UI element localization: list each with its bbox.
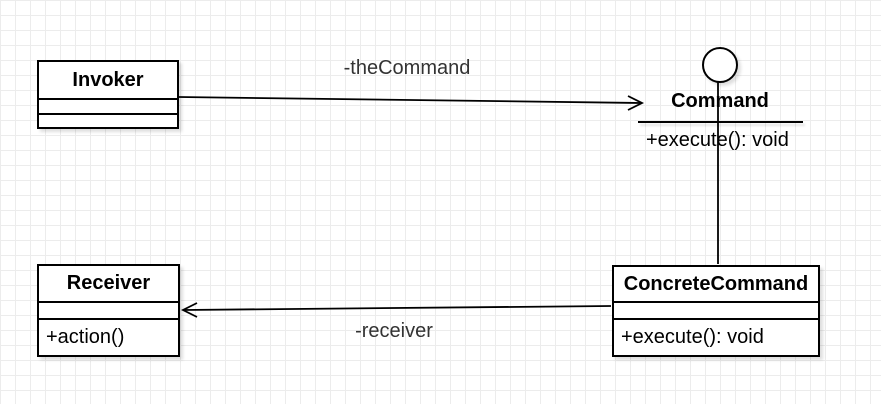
class-receiver-title: Receiver xyxy=(39,266,178,303)
class-invoker-methods-compartment xyxy=(39,115,177,127)
class-invoker-attributes-compartment xyxy=(39,100,177,115)
edge-concrete-command-to-receiver[interactable] xyxy=(180,302,612,318)
class-receiver-method: +action() xyxy=(46,326,125,348)
edge-invoker-to-command[interactable] xyxy=(178,95,645,111)
class-invoker-title: Invoker xyxy=(39,62,177,100)
class-invoker[interactable]: Invoker xyxy=(37,60,179,129)
class-receiver-attributes-compartment xyxy=(39,303,178,320)
edge-label-the-command[interactable]: -theCommand xyxy=(343,57,471,79)
class-concrete-command[interactable]: ConcreteCommand +execute(): void xyxy=(612,265,820,357)
interface-circle-icon[interactable] xyxy=(702,47,738,83)
class-concrete-command-attributes-compartment xyxy=(614,303,818,320)
interface-command-separator xyxy=(638,121,803,123)
class-concrete-command-title: ConcreteCommand xyxy=(614,267,818,303)
edge-label-receiver[interactable]: -receiver xyxy=(355,320,433,342)
class-receiver[interactable]: Receiver +action() xyxy=(37,264,180,357)
class-concrete-command-method: +execute(): void xyxy=(621,326,764,348)
interface-command-method: +execute(): void xyxy=(646,129,789,151)
interface-command-title[interactable]: Command xyxy=(671,90,769,112)
